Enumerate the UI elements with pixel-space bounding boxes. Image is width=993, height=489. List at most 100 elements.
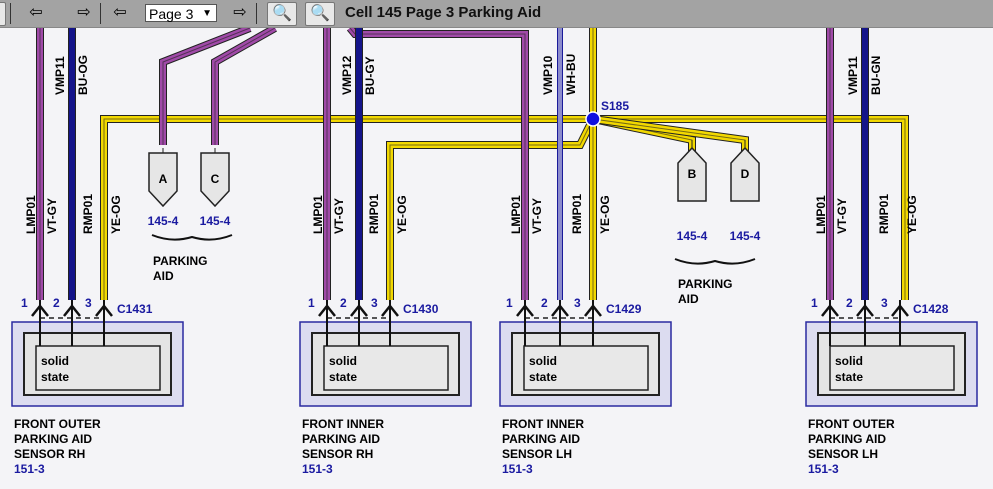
wire-color-label: VT-GY [45, 198, 59, 234]
sensor-name: SENSOR LH [808, 447, 878, 461]
splice-dot [585, 111, 601, 127]
purple-c-wire-stripe [214, 28, 276, 145]
inline-connector-B: B 145-4 [677, 140, 708, 243]
separator [10, 3, 11, 24]
pin-number: 3 [85, 296, 92, 310]
page-select[interactable]: Page 3▼ [145, 4, 217, 22]
prev-page-icon[interactable]: ⇦ [113, 4, 127, 21]
solid-state-label: solid [835, 354, 863, 368]
connector-id: C1428 [913, 302, 949, 316]
solid-state-box [829, 345, 955, 391]
pin-number: 2 [846, 296, 853, 310]
wire-color-label: YE-OG [395, 195, 409, 234]
sensor-ref: 151-3 [502, 462, 533, 476]
wire-circuit-label: VMP11 [53, 56, 67, 95]
wire-circuit-label: RMP01 [877, 194, 891, 234]
pin-arrow-icon [350, 303, 368, 317]
wiring-diagram: S185A145-4C145-4B145-4D145-4PARKINGAIDPA… [11, 28, 978, 476]
pin-arrow-icon [63, 303, 81, 317]
parking-aid-label-1: PARKING [678, 277, 732, 291]
sensor-name: FRONT INNER [302, 417, 384, 431]
wire-color-label: YE-OG [109, 195, 123, 234]
parking-aid-label-2: AID [678, 292, 699, 306]
pin-arrow-icon [95, 303, 113, 317]
pin-arrow-icon [516, 303, 534, 317]
connector-id: C1431 [117, 302, 153, 316]
solid-state-label: state [529, 370, 557, 384]
group-brace [151, 234, 233, 241]
zoom-in-button[interactable]: 🔍 [267, 2, 297, 26]
pin-arrow-icon [551, 303, 569, 317]
sensor-ref: 151-3 [14, 462, 45, 476]
connector-id: C1429 [606, 302, 642, 316]
pin-number: 1 [811, 296, 818, 310]
yellow-c1430-wire-stripe [389, 118, 594, 300]
pin-arrow-icon [821, 303, 839, 317]
connector-ref: 145-4 [677, 229, 708, 243]
connector-letter: A [159, 172, 168, 186]
sensor-name: PARKING AID [14, 432, 92, 446]
wire-color-label: WH-BU [564, 54, 578, 95]
purple-a-wire-stripe [162, 28, 251, 145]
connector-shape [677, 146, 707, 202]
separator [100, 3, 101, 24]
yellow-bus-wire-stripe [103, 118, 906, 300]
forward-arrow-icon[interactable]: ⇨ [77, 4, 91, 21]
wire-circuit-label: LMP01 [814, 195, 828, 234]
solid-state-label: state [41, 370, 69, 384]
zoom-in-icon: 🔍 [272, 5, 292, 22]
pin-number: 2 [53, 296, 60, 310]
solid-state-label: solid [529, 354, 557, 368]
sensor-ref: 151-3 [302, 462, 333, 476]
pin-number: 3 [881, 296, 888, 310]
zoom-out-icon: 🔍 [310, 5, 330, 22]
sensor-name: FRONT OUTER [808, 417, 895, 431]
connector-ref: 145-4 [200, 214, 231, 228]
pin-arrow-icon [381, 303, 399, 317]
wire-circuit-label: LMP01 [311, 195, 325, 234]
back-arrow-icon[interactable]: ⇦ [29, 4, 43, 21]
pin-number: 1 [308, 296, 315, 310]
sensor-name: PARKING AID [302, 432, 380, 446]
wire-color-label: BU-GN [869, 56, 883, 95]
sensor-name: SENSOR LH [502, 447, 572, 461]
sensor-name: SENSOR RH [302, 447, 373, 461]
pin-number: 3 [371, 296, 378, 310]
connector-shape [148, 152, 178, 208]
sensor-name: FRONT INNER [502, 417, 584, 431]
connector-ref: 145-4 [730, 229, 761, 243]
zoom-out-button[interactable]: 🔍 [305, 2, 335, 26]
connector-id: C1430 [403, 302, 439, 316]
solid-state-label: solid [329, 354, 357, 368]
solid-state-label: state [329, 370, 357, 384]
partial-button[interactable]: s [0, 2, 6, 26]
connector-letter: B [688, 167, 697, 181]
purple-c1429-wire-stripe [349, 28, 526, 300]
wire-circuit-label: RMP01 [570, 194, 584, 234]
solid-state-box [523, 345, 649, 391]
sensor-name: PARKING AID [502, 432, 580, 446]
wire-circuit-label: RMP01 [81, 194, 95, 234]
connector-letter: C [211, 172, 220, 186]
connector-ref: 145-4 [148, 214, 179, 228]
wire-color-label: YE-OG [905, 195, 919, 234]
pin-number: 2 [340, 296, 347, 310]
wire-color-label: VT-GY [835, 198, 849, 234]
sensor-name: SENSOR RH [14, 447, 85, 461]
wire-color-label: BU-GY [363, 56, 377, 95]
wire-circuit-label: VMP11 [846, 56, 860, 95]
page-select-value: Page 3 [149, 6, 194, 22]
connector-shape [730, 146, 760, 202]
inline-connector-A: A 145-4 [148, 148, 179, 228]
separator [256, 3, 257, 24]
solid-state-box [35, 345, 161, 391]
next-page-icon[interactable]: ⇨ [233, 4, 247, 21]
wire-color-label: BU-OG [76, 55, 90, 95]
solid-state-label: solid [41, 354, 69, 368]
wire-color-label: YE-OG [598, 195, 612, 234]
